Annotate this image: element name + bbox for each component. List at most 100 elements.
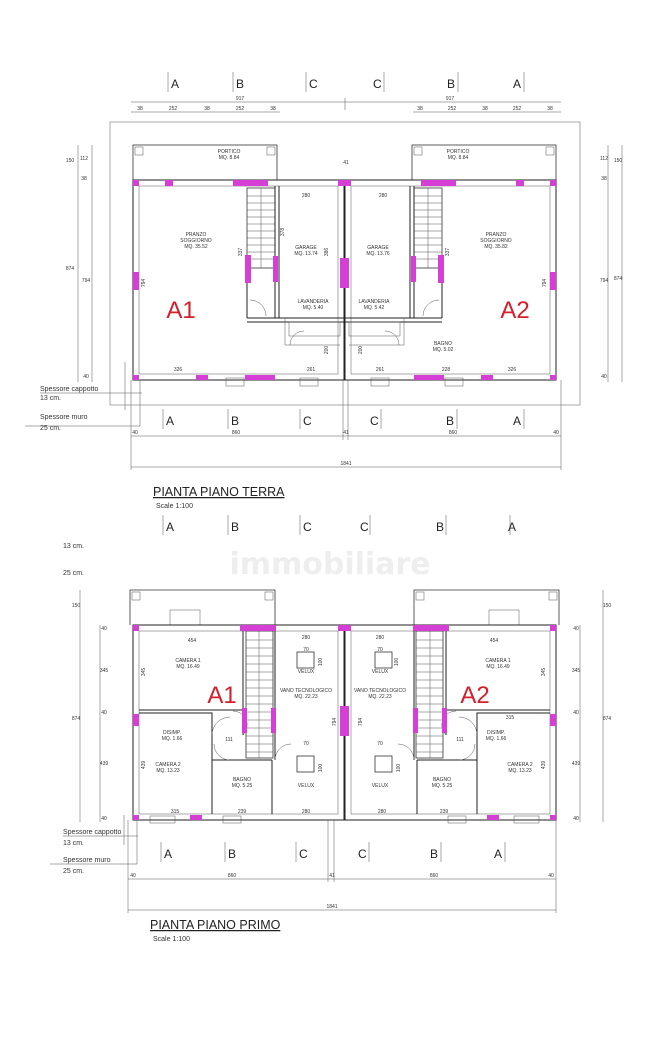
dim-label: 378 [280, 228, 286, 237]
dim-label: 280 [379, 193, 388, 199]
dim-label: 40 [548, 873, 554, 879]
side-dimensions-right: 150 112 38 874 794 40 [600, 145, 623, 382]
dim-label: 386 [324, 248, 330, 257]
room-name: BAGNO [233, 777, 251, 783]
dim-label: 252 [448, 106, 457, 112]
ground-floor-plan: A B C C B A 917 917 38 252 38 252 38 38 … [25, 72, 622, 510]
dim-label: 112 [600, 156, 608, 162]
axis-label: C [360, 520, 369, 534]
room-name: CAMERA 2 [507, 762, 533, 768]
dim-label: 40 [573, 816, 579, 822]
unit-a1-rooms: 454 CAMERA 1 MQ. 16.49 A1 280 70 VELUX 1… [141, 635, 338, 815]
room-area: MQ. 35.82 [484, 244, 508, 250]
dim-label: 860 [232, 430, 241, 436]
room-area: MQ. 1.66 [162, 736, 183, 742]
dim-label: 38 [270, 106, 276, 112]
room-area: MQ. 13.23 [508, 768, 532, 774]
dim-label: 794 [542, 279, 548, 288]
axis-label: C [309, 77, 318, 91]
dim-label: 280 [376, 635, 385, 641]
top-dimensions: 917 917 38 252 38 252 38 38 252 38 252 3… [131, 96, 561, 113]
dim-label: 280 [302, 809, 311, 815]
dim-label: 917 [446, 96, 455, 102]
first-floor-plan: A B C C B A 13 cm. 25 cm. 150 40 345 874… [50, 515, 611, 943]
dim-label: 200 [324, 346, 330, 355]
dim-label: 40 [101, 710, 107, 716]
side-dimensions-right: 150 40 345 874 40 439 40 [572, 590, 612, 822]
bottom-dimensions: 40 860 41 860 40 1841 [130, 380, 562, 470]
axis-label: A [513, 414, 521, 428]
dim-label: 439 [541, 761, 547, 770]
dim-label: 38 [81, 176, 87, 182]
dim-label: 239 [440, 809, 449, 815]
axis-label: A [508, 520, 516, 534]
room-name: PRANZO [186, 232, 207, 238]
watermark: immobiliare [229, 547, 430, 582]
dim-label: 860 [449, 430, 458, 436]
room-name: DISIMP. [487, 730, 505, 736]
axis-label: B [236, 77, 244, 91]
dim-label: 41 [329, 873, 335, 879]
dim-label: 252 [236, 106, 245, 112]
dim-label: 454 [188, 638, 197, 644]
axis-label: A [166, 414, 174, 428]
dim-label: 200 [358, 346, 364, 355]
dim-label: 70 [377, 647, 383, 653]
room-name: VANO TECNOLOGICO [354, 688, 406, 694]
plan-scale: Scale 1:100 [156, 503, 193, 510]
dim-label: 280 [302, 193, 311, 199]
note: Spessore cappotto [40, 386, 98, 393]
room-name: BAGNO [434, 341, 452, 347]
room-area: MQ. 1.66 [486, 736, 507, 742]
room-name: CAMERA 1 [175, 658, 201, 664]
axis-label: C [373, 77, 382, 91]
room-name: GARAGE [295, 245, 317, 251]
side-dimensions-left: 150 40 345 874 40 439 40 [72, 590, 109, 822]
dim-label: 150 [603, 603, 612, 609]
axis-top-labels: A B C C B A [167, 72, 525, 92]
dim-label: 345 [100, 668, 109, 674]
unit-a2-rooms: PORTICO MQ. 8.84 PRANZO SOGGIORNO MQ. 35… [358, 149, 548, 373]
dim-label: 326 [174, 367, 183, 373]
axis-label: C [303, 520, 312, 534]
room-area: MQ. 13.23 [156, 768, 180, 774]
room-area: MQ. 5.40 [303, 305, 324, 311]
room-name: SOGGIORNO [480, 238, 512, 244]
room-area: MQ. 16.49 [176, 664, 200, 670]
dim-label: 874 [603, 716, 612, 722]
axis-bottom-labels: A B C C B A [160, 842, 506, 862]
room-area: MQ. 22.23 [294, 694, 318, 700]
room-area: MQ. 5.02 [433, 347, 454, 353]
dim-label: 315 [171, 809, 180, 815]
dim-label: 38 [137, 106, 143, 112]
dim-label: 41 [343, 430, 349, 436]
room-name: SOGGIORNO [180, 238, 212, 244]
room-name: DISIMP. [163, 730, 181, 736]
room-name: PORTICO [447, 149, 470, 155]
room-area: MQ. 8.84 [219, 155, 240, 161]
dim-label: 874 [614, 276, 623, 282]
dim-label: 40 [573, 710, 579, 716]
dim-label: 38 [482, 106, 488, 112]
dim-label: 100 [318, 658, 324, 667]
dim-label: 38 [204, 106, 210, 112]
room-area: MQ. 13.76 [366, 251, 390, 257]
plan-title: PIANTA PIANO TERRA [153, 485, 285, 499]
dim-label: 40 [83, 374, 89, 380]
note: 13 cm. [63, 543, 84, 550]
wall-thickness-notes: Spessore cappotto 13 cm. Spessore muro 2… [25, 362, 142, 432]
dim-label: 40 [132, 430, 138, 436]
plan-scale: Scale 1:100 [153, 936, 190, 943]
axis-top-labels: A B C C B A [162, 515, 516, 535]
velux-label: VELUX [372, 783, 389, 789]
axis-label: B [228, 847, 236, 861]
dim-label: 1841 [326, 904, 337, 910]
velux-label: VELUX [372, 669, 389, 675]
dim-label: 315 [506, 715, 515, 721]
dim-label: 326 [508, 367, 517, 373]
unit-label: A1 [207, 682, 236, 709]
dim-label: 40 [601, 374, 607, 380]
dim-label: 111 [225, 737, 233, 743]
velux-label: VELUX [298, 669, 315, 675]
dim-label: 38 [601, 176, 607, 182]
